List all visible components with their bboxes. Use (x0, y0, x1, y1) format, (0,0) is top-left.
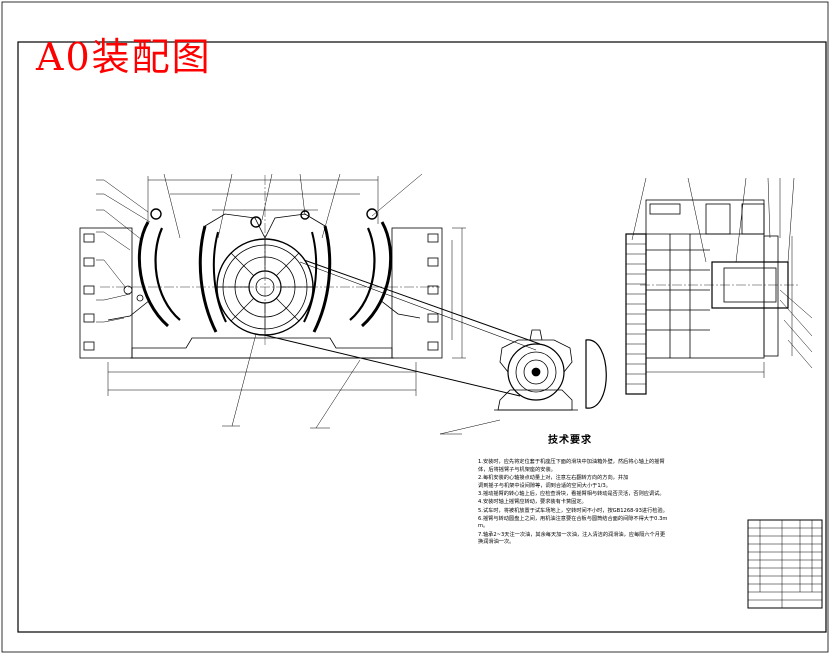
front-view (79, 173, 607, 435)
requirement-item: 5.试车时，将被机放置于试车场地上，空转时间不小时，按GB1268-93进行检验… (478, 507, 668, 514)
requirement-item: 6.摇臂与转动圆盘上之间，用机油注意要在合板与圆筒结合面的间隙不得大于0.3mm… (478, 515, 668, 530)
requirement-item: 3.摇动摇臂的转心轴上后，应检查滑块，看摇臂相与转动是否灵活，否则应调试。 (478, 491, 665, 498)
side-view (625, 177, 813, 395)
technical-requirements-heading: 技术要求 (548, 435, 592, 446)
technical-requirements-list: 1.安装时，应先将定位套于机座压下面的滑块中加油箱外壁，然后将心轴上的摇臂体，后… (478, 459, 668, 547)
requirement-item: 4.安装时轴上摇臂应转动，要求装有卡簧固定。 (478, 499, 587, 506)
drawing-title: A0装配图 (36, 35, 212, 79)
requirement-item: 1.安装时，应先将定位套于机座压下面的滑块中加油箱外壁，然后将心轴上的摇臂体，后… (478, 459, 665, 473)
requirement-item: 7.轴承2~3天注一次油，其余每天加一次油，注入清洁的润滑油，应每隔六个月更换润… (478, 531, 666, 546)
requirement-item: 2.每机安装的心轴接点动量上对，注意左右翻转方向的方向，并加 (478, 474, 629, 481)
requirement-item: 调到摇子与机架中设间隙等，调到合适的空间大小于1/3。 (478, 482, 611, 489)
title-block-table (747, 519, 823, 609)
inner-frame (17, 41, 827, 633)
